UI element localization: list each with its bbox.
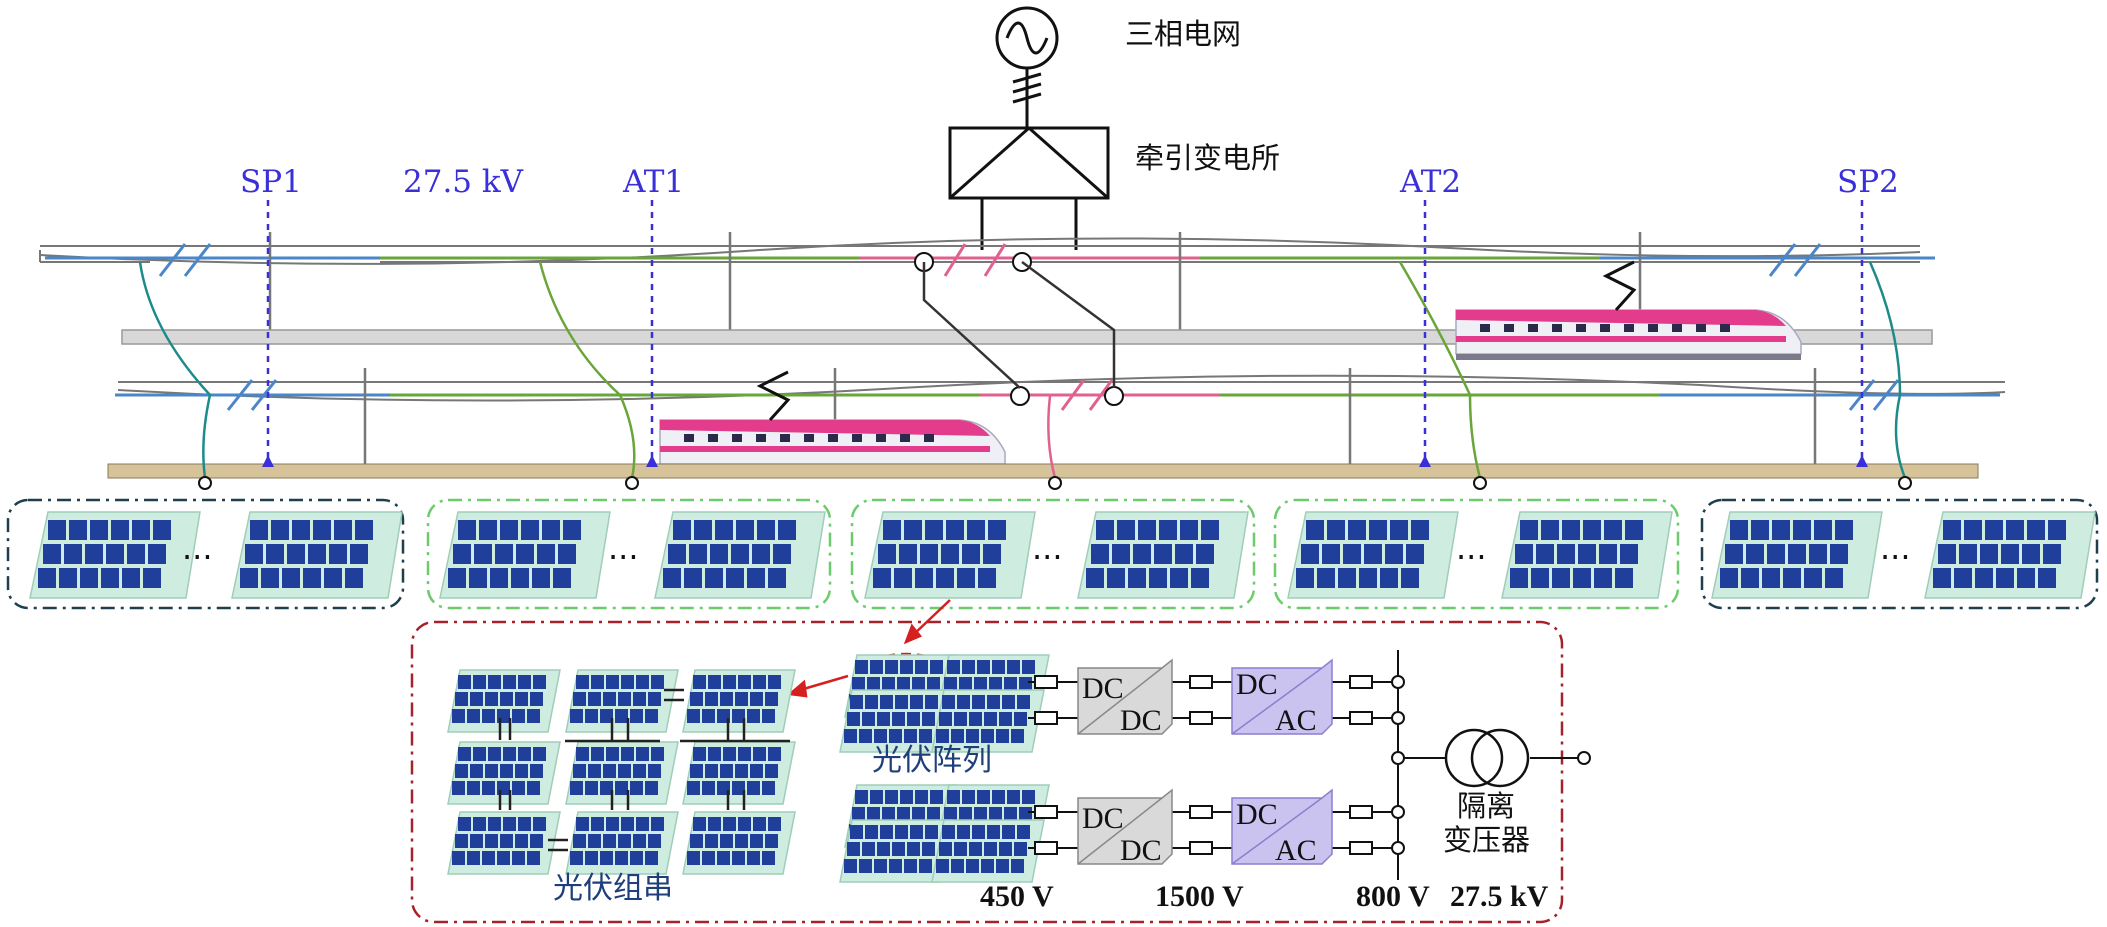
traction-substation-symbol bbox=[948, 126, 1110, 250]
at2-label: AT2 bbox=[1399, 164, 1461, 200]
section-boundaries bbox=[266, 200, 1864, 460]
ground-track bbox=[107, 463, 1979, 479]
bus-nodes bbox=[1391, 675, 1591, 855]
grid-source-symbol bbox=[995, 6, 1059, 128]
feeder-cables bbox=[138, 261, 1907, 479]
dcdc-converter-1: DC DC bbox=[1077, 658, 1173, 737]
dcac-converter-1: DC AC bbox=[1231, 658, 1333, 737]
transformer-label-line2: 变压器 bbox=[1443, 823, 1530, 857]
pv-group-5-ellipsis: ··· bbox=[1880, 538, 1911, 576]
isolation-transformer-symbol bbox=[1444, 728, 1530, 788]
grid-label: 三相电网 bbox=[1125, 17, 1241, 51]
zoom-arrow-1 bbox=[903, 599, 951, 645]
dcac-converter-2: DC AC bbox=[1231, 788, 1333, 867]
voltage-27-5kv: 27.5 kV bbox=[1450, 880, 1549, 913]
dcac-1-top: DC bbox=[1236, 668, 1278, 701]
pv-string-panels bbox=[447, 669, 796, 875]
zoom-arrow-2 bbox=[787, 674, 849, 698]
lower-catenary bbox=[115, 260, 2006, 465]
sp2-label: SP2 bbox=[1837, 164, 1899, 200]
dcdc-2-bottom: DC bbox=[1120, 834, 1162, 867]
voltage-450: 450 V bbox=[980, 880, 1054, 913]
at1-label: AT1 bbox=[622, 164, 684, 200]
voltage-800: 800 V bbox=[1356, 880, 1430, 913]
sp1-label: SP1 bbox=[240, 164, 302, 200]
substation-label: 牵引变电所 bbox=[1135, 141, 1280, 175]
connection-nodes bbox=[198, 476, 1912, 490]
pv-string-links bbox=[498, 688, 790, 852]
pv-group-4: ··· bbox=[1273, 498, 1680, 610]
dcdc-1-top: DC bbox=[1082, 672, 1124, 705]
upper-train bbox=[1455, 260, 1802, 361]
detail-box bbox=[410, 620, 1564, 924]
dcac-1-bottom: AC bbox=[1275, 704, 1317, 737]
section-arrows bbox=[262, 455, 1868, 467]
pv-group-1: ··· bbox=[6, 498, 405, 610]
converter-wiring bbox=[1028, 650, 1580, 880]
pv-group-3-ellipsis: ··· bbox=[1032, 538, 1063, 576]
pv-group-2-ellipsis: ··· bbox=[608, 538, 639, 576]
dcac-2-top: DC bbox=[1236, 798, 1278, 831]
pv-string-label: 光伏组串 bbox=[553, 871, 673, 906]
upper-catenary bbox=[39, 232, 1935, 330]
pv-group-4-ellipsis: ··· bbox=[1456, 538, 1487, 576]
dcdc-1-bottom: DC bbox=[1120, 704, 1162, 737]
dcdc-2-top: DC bbox=[1082, 802, 1124, 835]
dcac-2-bottom: AC bbox=[1275, 834, 1317, 867]
pv-group-2: ··· bbox=[426, 498, 832, 610]
pv-array-label: 光伏阵列 bbox=[872, 743, 992, 778]
lower-train bbox=[659, 370, 1006, 471]
voltage-label: 27.5 kV bbox=[403, 164, 524, 200]
pv-group-1-ellipsis: ··· bbox=[182, 538, 213, 576]
pv-group-5: ··· bbox=[1700, 498, 2099, 610]
transformer-label-line1: 隔离 bbox=[1457, 789, 1515, 823]
pv-group-3: ··· bbox=[850, 498, 1256, 610]
dcdc-converter-2: DC DC bbox=[1077, 788, 1173, 867]
voltage-1500: 1500 V bbox=[1155, 880, 1244, 913]
